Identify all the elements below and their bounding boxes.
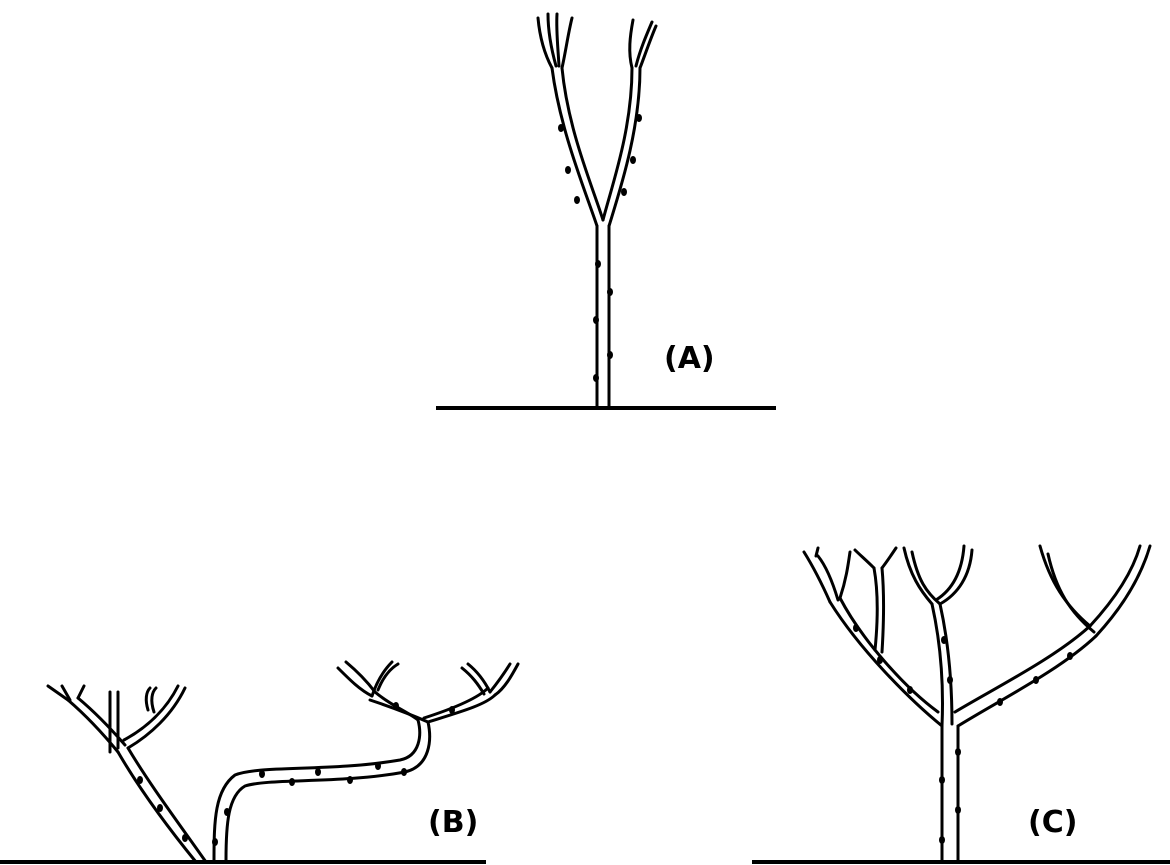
panel-c: (C) bbox=[752, 546, 1170, 862]
bud-marks-b bbox=[137, 702, 455, 846]
tree-c bbox=[804, 546, 1150, 862]
panel-label-a: (A) bbox=[664, 341, 715, 376]
panel-label-b: (B) bbox=[428, 805, 478, 840]
panel-b: (B) bbox=[0, 662, 518, 862]
panel-label-c: (C) bbox=[1028, 805, 1077, 840]
tree-a bbox=[538, 14, 656, 407]
panel-a: (A) bbox=[436, 14, 776, 408]
